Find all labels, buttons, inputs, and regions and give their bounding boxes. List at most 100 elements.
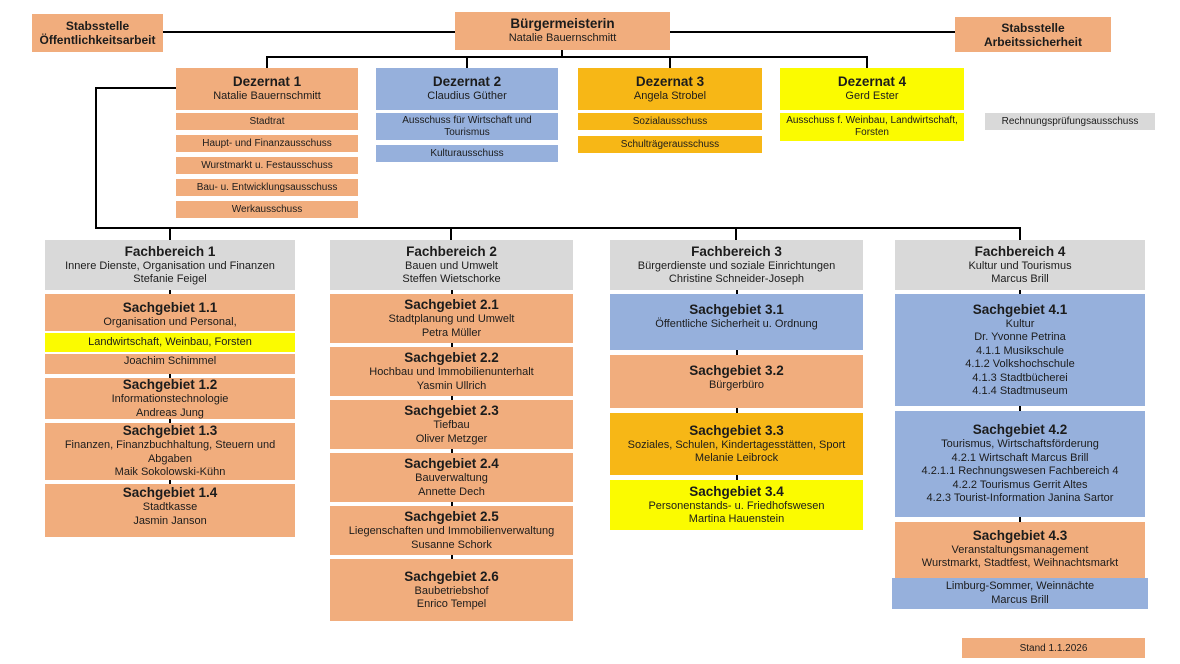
fachbereich-3-header: Fachbereich 3 Bürgerdienste und soziale … [610,240,863,290]
sachgebiet-2-2-box: Sachgebiet 2.2 Hochbau und Immobilienunt… [330,347,573,396]
sachgebiet-4-3-strip-line: Limburg-Sommer, Weinnächte [945,580,1095,592]
stabsstelle-left-line2: Öffentlichkeitsarbeit [39,33,156,47]
sachgebiet-2-5-title: Sachgebiet 2.5 [404,509,499,524]
connector-tick [735,475,738,480]
fachbereich-1-name: Stefanie Feigel [133,273,207,285]
connector-fachbereich-bus [95,227,1021,229]
dezernat-3-column: Dezernat 3 Angela Strobel Sozialausschus… [578,68,762,153]
sachgebiet-1-1-name: Joachim Schimmel [123,354,217,367]
sachgebiet-1-2-line: Informationstechnologie [111,393,229,405]
sachgebiet-2-6-box: Sachgebiet 2.6 Baubetriebshof Enrico Tem… [330,559,573,621]
sachgebiet-4-1-box: Sachgebiet 4.1 Kultur Dr. Yvonne Petrina… [895,294,1145,406]
fachbereich-3-title: Fachbereich 3 [691,243,782,259]
connector-stub-dezernat-1 [266,56,268,68]
sachgebiet-4-3-line: Wurstmarkt, Stadtfest, Weihnachtsmarkt [921,557,1119,569]
connector-tick [450,396,453,400]
sachgebiet-3-3-box: Sachgebiet 3.3 Soziales, Schulen, Kinder… [610,413,863,475]
dezernat-3-name: Angela Strobel [633,90,707,103]
committee-wurstmarkt-festausschuss: Wurstmarkt u. Festausschuss [176,157,358,174]
sachgebiet-2-6-name: Enrico Tempel [416,598,487,610]
dezernat-1-header: Dezernat 1 Natalie Bauernschmitt [176,68,358,110]
sachgebiet-4-3-strip-name: Marcus Brill [991,593,1049,606]
connector-stub-fachbereich-1 [169,227,171,240]
sachgebiet-1-1-yellow-strip: Landwirtschaft, Weinbau, Forsten [45,330,295,354]
sachgebiet-4-2-unit: 4.2.1.1 Rechnungswesen Fachbereich 4 [921,465,1119,478]
sachgebiet-2-2-name: Yasmin Ullrich [416,379,487,392]
connector-tick [169,290,171,294]
fachbereich-1-title: Fachbereich 1 [124,243,216,259]
dezernat-3-header: Dezernat 3 Angela Strobel [578,68,762,110]
connector-fachbereich-vertical [95,87,97,229]
sachgebiet-4-1-unit: 4.1.1 Musikschule [975,344,1065,357]
dezernat-3-title: Dezernat 3 [635,74,705,90]
connector-tick [450,290,453,294]
stand-date-box: Stand 1.1.2026 [962,638,1145,658]
committee-kulturausschuss: Kulturausschuss [376,145,558,162]
fachbereich-4-column: Fachbereich 4 Kultur und Tourismus Marcu… [892,240,1148,609]
sachgebiet-4-3-blue-strip: Limburg-Sommer, Weinnächte Marcus Brill [892,578,1148,609]
sachgebiet-4-2-line: Tourismus, Wirtschaftsförderung [941,438,1099,451]
committee-sozialausschuss: Sozialausschuss [578,113,762,130]
sachgebiet-2-4-box: Sachgebiet 2.4 Bauverwaltung Annette Dec… [330,453,573,502]
dezernat-2-name: Claudius Güther [427,90,507,103]
sachgebiet-3-1-box: Sachgebiet 3.1 Öffentliche Sicherheit u.… [610,294,863,350]
sachgebiet-2-5-box: Sachgebiet 2.5 Liegenschaften und Immobi… [330,506,573,555]
sachgebiet-3-4-title: Sachgebiet 3.4 [689,483,784,499]
sachgebiet-1-2-box: Sachgebiet 1.2 Informationstechnologie A… [45,377,295,419]
fachbereich-2-subtitle: Bauen und Umwelt [405,259,498,272]
committee-bau-entwicklungsausschuss: Bau- u. Entwicklungsausschuss [176,179,358,196]
fachbereich-3-name: Christine Schneider-Joseph [668,273,805,285]
connector-tick [735,350,738,355]
connector-tick [169,374,171,378]
buergermeisterin-box: Bürgermeisterin Natalie Bauernschmitt [455,12,670,50]
sachgebiet-1-2-name: Andreas Jung [136,406,204,419]
fachbereich-4-header: Fachbereich 4 Kultur und Tourismus Marcu… [895,240,1145,290]
committee-stadtrat: Stadtrat [176,113,358,130]
sachgebiet-4-3-line: Veranstaltungsmanagement [951,543,1089,556]
connector-tick [1019,290,1021,294]
sachgebiet-3-2-title: Sachgebiet 3.2 [689,363,784,378]
sachgebiet-1-3-title: Sachgebiet 1.3 [122,423,218,439]
sachgebiet-1-1-title: Sachgebiet 1.1 [122,300,218,315]
buergermeisterin-title: Bürgermeisterin [510,16,615,32]
fachbereich-4-name: Marcus Brill [991,273,1049,285]
sachgebiet-4-1-unit: 4.1.2 Volkshochschule [965,358,1075,370]
sachgebiet-4-3-box: Sachgebiet 4.3 Veranstaltungsmanagement … [892,522,1148,609]
committee-werkausschuss: Werkausschuss [176,201,358,218]
sachgebiet-1-3-line: Finanzen, Finanzbuchhaltung, Steuern und… [64,439,276,465]
committee-weinbau-landwirtschaft-forsten: Ausschuss f. Weinbau, Landwirtschaft, Fo… [780,113,964,141]
connector-dezernat-bus [266,56,868,58]
sachgebiet-4-2-box: Sachgebiet 4.2 Tourismus, Wirtschaftsför… [895,411,1145,517]
stabsstelle-oeffentlichkeitsarbeit-box: Stabsstelle Öffentlichkeitsarbeit [32,14,163,52]
connector-stub-dezernat-3 [669,56,671,68]
sachgebiet-4-1-title: Sachgebiet 4.1 [972,301,1068,317]
sachgebiet-2-3-title: Sachgebiet 2.3 [404,403,499,418]
committee-schultraegerausschuss: Schulträgerausschuss [578,136,762,153]
connector-tick [735,408,738,413]
sachgebiet-3-3-title: Sachgebiet 3.3 [689,422,784,438]
sachgebiet-4-1-name: Dr. Yvonne Petrina [974,331,1066,343]
sachgebiet-1-1-line: Organisation und Personal, [103,316,237,328]
stabsstelle-right-line2: Arbeitssicherheit [983,34,1083,49]
sachgebiet-2-1-title: Sachgebiet 2.1 [404,297,499,312]
sachgebiet-4-1-line: Kultur [1005,317,1035,330]
dezernat-1-title: Dezernat 1 [232,74,302,90]
connector-tick [1019,517,1021,522]
sachgebiet-2-4-title: Sachgebiet 2.4 [404,456,499,471]
sachgebiet-4-3-title: Sachgebiet 4.3 [972,527,1068,543]
connector-mayor-stab-left [162,31,457,33]
sachgebiet-2-2-title: Sachgebiet 2.2 [404,350,499,365]
connector-tick [450,502,453,506]
sachgebiet-4-3-top: Sachgebiet 4.3 Veranstaltungsmanagement … [895,522,1145,576]
dezernat-4-header: Dezernat 4 Gerd Ester [780,68,964,110]
connector-tick [450,449,453,453]
connector-tick [450,343,453,347]
connector-tick [1019,406,1021,411]
stabsstelle-right-line1: Stabsstelle [1001,20,1065,35]
sachgebiet-4-1-unit: 4.1.4 Stadtmuseum [972,385,1068,397]
sachgebiet-1-1-box: Sachgebiet 1.1 Organisation und Personal… [45,294,295,374]
connector-tick [169,480,171,484]
sachgebiet-2-3-line: Tiefbau [433,419,470,431]
fachbereich-4-title: Fachbereich 4 [974,243,1066,259]
